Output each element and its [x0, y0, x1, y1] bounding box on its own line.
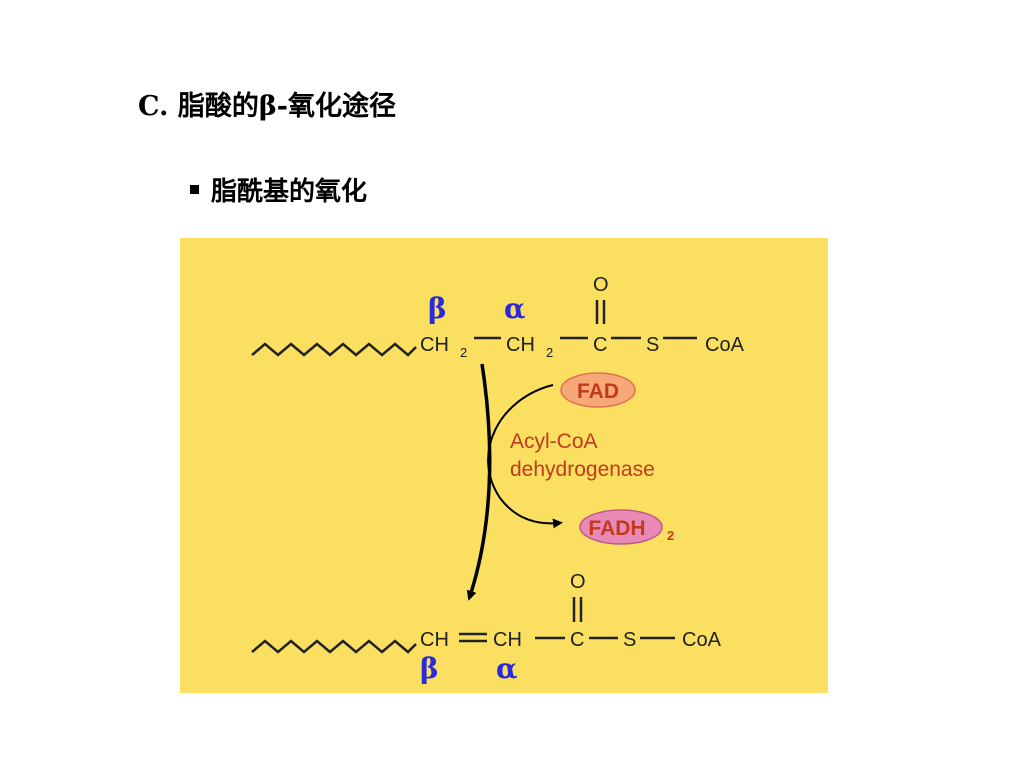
slide-title: C. 脂酸的β-氧化途径: [138, 91, 396, 122]
bottom-ch-1: CH: [420, 629, 449, 651]
bottom-ch-2: CH: [493, 629, 522, 651]
main-reaction-arrow: [466, 363, 492, 601]
top-ch2-1-sub: 2: [460, 345, 467, 360]
top-carbonyl-c: C: [593, 334, 607, 356]
fadh2-subscript: 2: [667, 528, 674, 543]
enzyme-line-1: Acyl-CoA: [510, 430, 598, 453]
bottom-fatty-chain: [251, 639, 417, 654]
bullet-text: 脂酰基的氧化: [211, 177, 368, 207]
reaction-diagram: CH 2 CH 2 C S CoA O β α FAD Acyl-CoA: [180, 238, 828, 693]
fadh2-label: FADH: [588, 517, 645, 540]
top-ch2-2: CH: [506, 334, 535, 356]
fad-ellipse: [560, 372, 636, 408]
bullet-item: 脂酰基的氧化: [190, 171, 367, 208]
top-fatty-chain: [251, 342, 417, 357]
enzyme-line-2: dehydrogenase: [510, 458, 655, 481]
bullet-square-icon: [190, 185, 199, 194]
top-beta-label: β: [428, 292, 447, 325]
top-ch2-1: CH: [420, 334, 449, 356]
cofactor-curved-arrow: [487, 384, 563, 529]
fadh2-ellipse: [579, 509, 663, 545]
top-sulfur: S: [646, 334, 659, 356]
bottom-sulfur: S: [623, 629, 636, 651]
bottom-oxygen: O: [570, 571, 586, 593]
reaction-svg: CH 2 CH 2 C S CoA O β α FAD Acyl-CoA: [251, 274, 745, 685]
top-coa: CoA: [705, 334, 745, 356]
bottom-bonds: [459, 597, 675, 643]
fad-label: FAD: [577, 380, 619, 403]
top-alpha-label: α: [504, 292, 526, 325]
bottom-coa: CoA: [682, 629, 722, 651]
bottom-beta-label: β: [420, 652, 439, 685]
top-bonds: [474, 300, 697, 340]
bottom-carbonyl-c: C: [570, 629, 584, 651]
top-ch2-2-sub: 2: [546, 345, 553, 360]
top-oxygen: O: [593, 274, 609, 296]
bottom-alpha-label: α: [496, 652, 518, 685]
